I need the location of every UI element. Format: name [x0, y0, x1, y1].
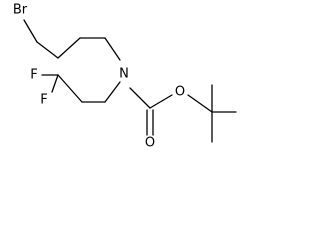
bond-c3-c4: [57, 74, 83, 103]
atom-ester-oxygen: O: [175, 85, 185, 100]
bond-br-ch2: [23, 19, 38, 43]
structure-diagram: Br F F N O O: [13, 3, 237, 151]
atom-carbonyl-oxygen: O: [145, 136, 155, 151]
bond-n-carbonyl: [129, 87, 151, 109]
atom-fluorine-upper: F: [30, 68, 37, 83]
bond-c4-c5: [57, 37, 81, 59]
bond-ester-o-tbu: [187, 94, 213, 113]
atom-fluorine-lower: F: [40, 93, 47, 108]
bond-c3-f-lower: [51, 74, 59, 93]
atom-bromine: Br: [13, 3, 28, 18]
atom-ring-nitrogen: N: [119, 67, 129, 82]
bond-lines: [23, 19, 237, 143]
atom-labels: Br F F N O O: [13, 3, 185, 151]
bond-n-c2: [104, 81, 121, 103]
bond-ch2-c4: [36, 41, 59, 59]
bond-c6-n: [104, 37, 121, 61]
bond-carbonyl-ester-o: [149, 94, 173, 109]
